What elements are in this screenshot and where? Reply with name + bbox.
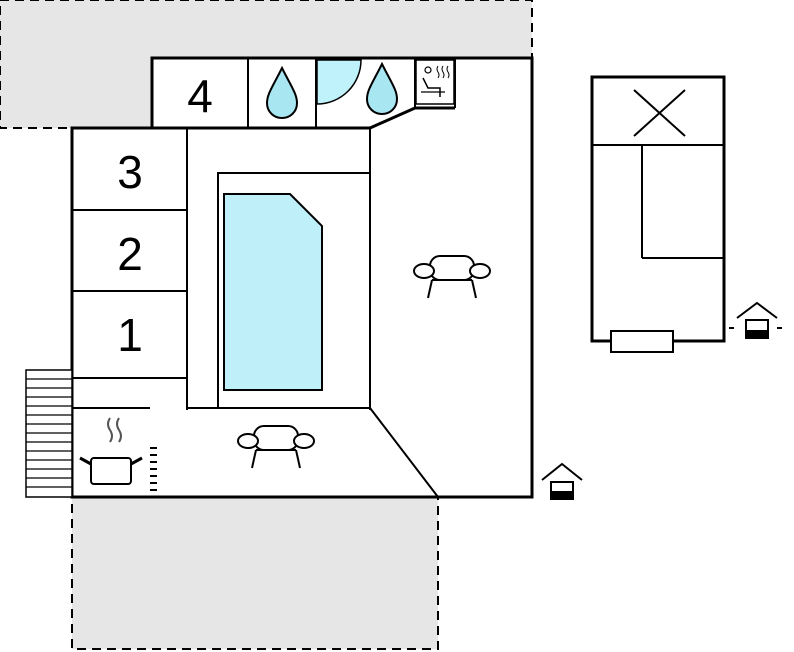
room-label-4: 4: [187, 70, 213, 122]
stairs-icon: [25, 369, 73, 498]
entrance-icon: [541, 462, 583, 500]
annex-building: [590, 75, 726, 353]
left-rooms: [72, 128, 188, 410]
annex-door: [610, 330, 674, 353]
bathroom-strip: [152, 58, 456, 410]
shower-icon: [365, 61, 399, 116]
shower-icon: [265, 65, 299, 120]
sauna-icon: [415, 59, 455, 105]
terrace-top: [0, 0, 533, 129]
entrance-icon: [729, 301, 785, 339]
pool-enclosure: [187, 172, 439, 498]
swimming-pool: [223, 193, 323, 391]
shower-corner-icon: [316, 59, 362, 105]
room-label-3: 3: [117, 146, 143, 198]
kitchen-icon: [79, 417, 157, 491]
sofa-icon: [413, 255, 491, 299]
sofa-icon: [237, 425, 315, 469]
room-label-1: 1: [117, 309, 143, 361]
room-label-2: 2: [117, 228, 143, 280]
terrace-bottom: [71, 496, 439, 650]
cross-icon: [633, 89, 686, 137]
